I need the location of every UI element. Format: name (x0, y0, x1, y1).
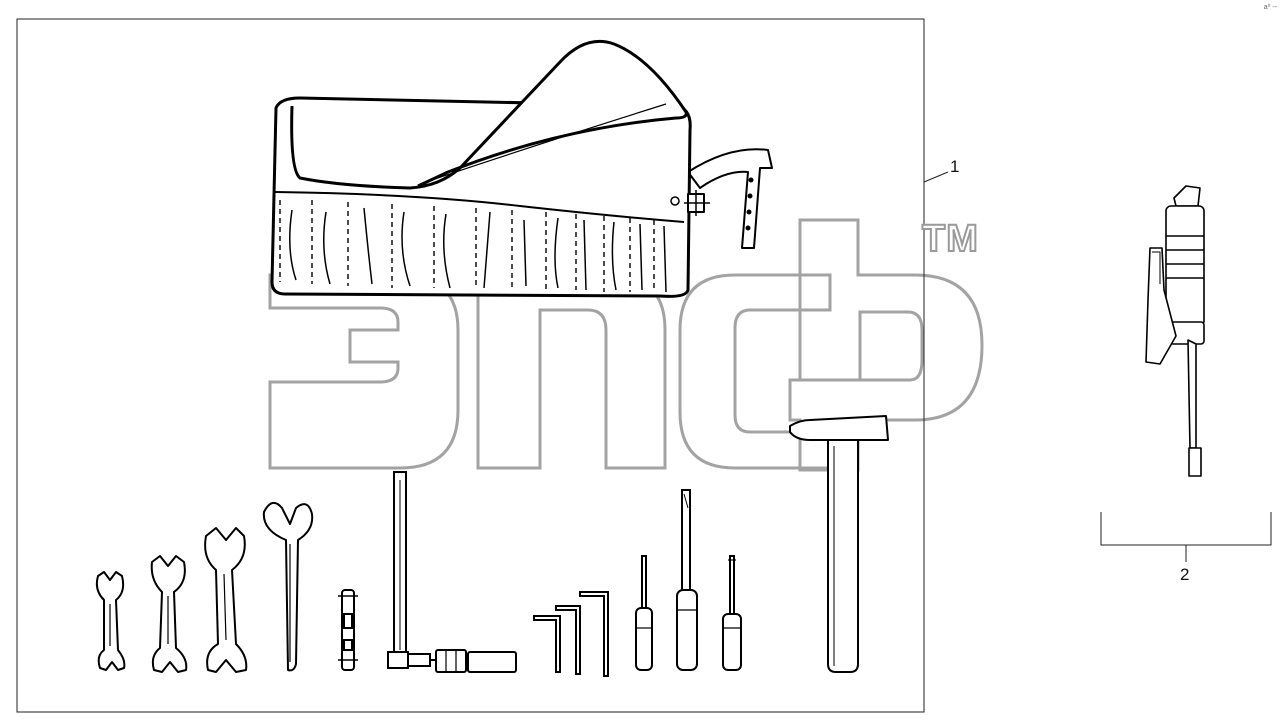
wrench-large (204, 527, 248, 673)
socket-tommy-bar-icon (387, 471, 517, 673)
wrench-medium (150, 555, 188, 673)
watermark-letter-s (678, 273, 832, 470)
callout-2: 2 (1180, 565, 1190, 584)
wrench-single (262, 501, 314, 672)
hammer-icon (789, 415, 889, 673)
screwdriver-icon (635, 489, 742, 671)
watermark-letter-p (476, 273, 667, 470)
callout-bracket-2 (1100, 512, 1272, 562)
tool-roll-icon (270, 39, 773, 298)
tool-roll-strap (687, 148, 773, 249)
corner-mark: a⁰ ‑‑ (1263, 4, 1277, 11)
grease-gun-icon (1145, 185, 1205, 477)
box-spanner-icon (338, 589, 358, 671)
wrench-small (95, 571, 126, 671)
wrench-icon (95, 501, 314, 673)
callout-1: 1 (950, 157, 960, 176)
callout-leader-1 (923, 171, 949, 183)
watermark-letter-e (268, 273, 460, 470)
kit-frame (16, 18, 925, 713)
tool-roll-body (270, 96, 692, 298)
trademark-mark: TM (921, 217, 979, 261)
tool-roll-flap (290, 39, 688, 190)
hex-key-icon (533, 591, 609, 677)
